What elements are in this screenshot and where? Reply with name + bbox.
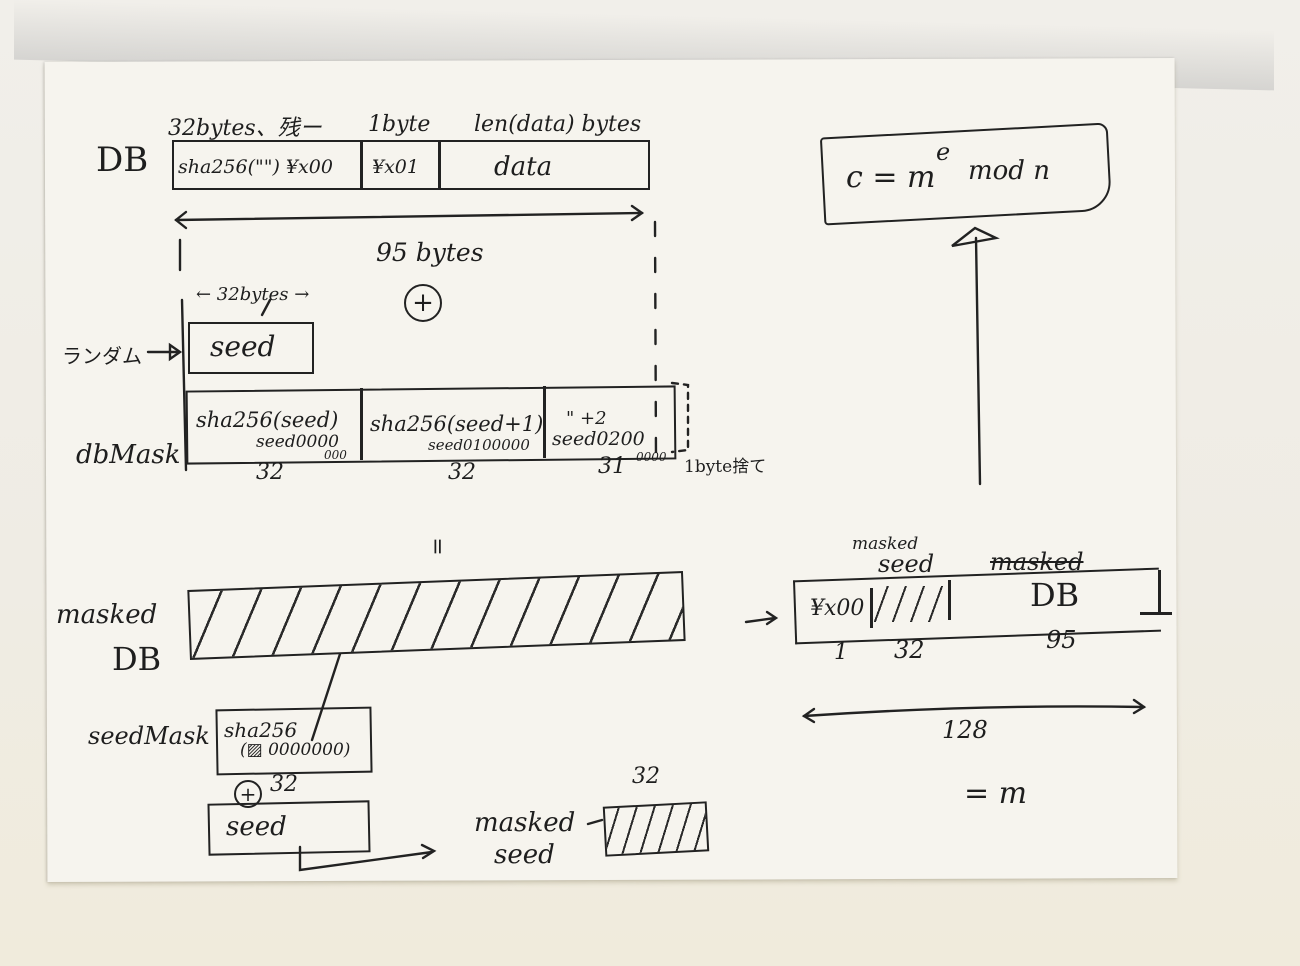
- db-header-label-2: 1byte: [368, 112, 431, 137]
- seedmask-size: 32: [270, 772, 298, 797]
- dbmask-divider-1: [360, 388, 363, 460]
- dbmask-cell-3-bottom: seed0200: [552, 428, 645, 450]
- formula-exponent: e: [936, 138, 951, 166]
- em-equals-m: = m: [964, 776, 1028, 811]
- db-width-label: 95 bytes: [376, 238, 484, 267]
- db-cell-01: ¥x01: [372, 156, 419, 178]
- dbmask-cell-3-trail: 0000: [636, 450, 667, 464]
- seed-label: seed: [210, 330, 276, 363]
- db-row-label: DB: [96, 140, 149, 180]
- masked-db-label-2: DB: [112, 640, 162, 678]
- em-divider-2: [948, 580, 951, 620]
- em-header-masked-1: masked: [852, 534, 919, 554]
- dbmask-cell-3-top: " +2: [566, 408, 607, 429]
- db-header-label-1: 32bytes、残ー: [168, 116, 322, 141]
- dbmask-cell-1-trail: 000: [324, 448, 347, 462]
- formula-tail: mod n: [968, 156, 1050, 186]
- formula-text: c = m: [846, 160, 936, 195]
- dbmask-cell-1-top: sha256(seed): [196, 408, 339, 432]
- seed-size-label: ← 32bytes →: [196, 284, 310, 305]
- seedmask-row-label: seedMask: [88, 722, 210, 750]
- equals-symbol: =: [424, 537, 450, 556]
- em-size-32: 32: [894, 636, 925, 664]
- masked-seed-label-1: masked: [474, 808, 576, 838]
- em-total-label: 128: [942, 716, 988, 744]
- dbmask-divider-2: [543, 386, 546, 458]
- seedmask-xor-icon: +: [234, 780, 262, 808]
- db-cell-hash: sha256("") ¥x00: [178, 156, 333, 178]
- masked-seed-label-2: seed: [494, 840, 555, 870]
- dbmask-note: 1byte捨て: [684, 457, 767, 477]
- seedmask-line-2: (▨ 0000000): [240, 740, 351, 760]
- seedmask-line-1: sha256: [224, 718, 298, 742]
- masked-seed-box: [602, 801, 710, 857]
- seed-bottom-label: seed: [226, 812, 287, 842]
- dbmask-cell-2-size: 32: [448, 460, 476, 485]
- em-baseline-tail: [1140, 612, 1172, 615]
- xor-icon: +: [404, 284, 442, 322]
- em-right-edge: [1158, 570, 1161, 612]
- seed-box: [188, 322, 314, 374]
- em-size-1: 1: [834, 640, 848, 665]
- db-header-label-3: len(data) bytes: [474, 112, 642, 137]
- em-header-masked-2: masked: [990, 548, 1084, 576]
- em-cell-db: DB: [1030, 576, 1080, 614]
- em-masked-seed-hatch: [874, 586, 946, 622]
- em-divider-1: [870, 588, 873, 628]
- masked-seed-size: 32: [632, 764, 660, 789]
- db-divider-2: [438, 140, 441, 190]
- dbmask-cell-2-top: sha256(seed+1): [370, 412, 544, 436]
- dbmask-cell-1-bottom: seed0000: [256, 432, 339, 452]
- seed-source-label: ランダム: [62, 344, 142, 368]
- db-cell-data: data: [494, 152, 553, 182]
- em-cell-00: ¥x00: [810, 596, 865, 621]
- dbmask-cell-2-bottom: seed0100000: [428, 436, 530, 454]
- dbmask-cell-3-size: 31: [598, 454, 626, 479]
- db-divider-1: [360, 140, 363, 190]
- db-box: [172, 140, 650, 190]
- em-header-seed: seed: [878, 550, 935, 578]
- em-size-95: 95: [1046, 626, 1077, 654]
- masked-db-label-1: masked: [56, 600, 158, 630]
- dbmask-row-label: dbMask: [76, 440, 181, 470]
- dbmask-cell-1-size: 32: [256, 460, 284, 485]
